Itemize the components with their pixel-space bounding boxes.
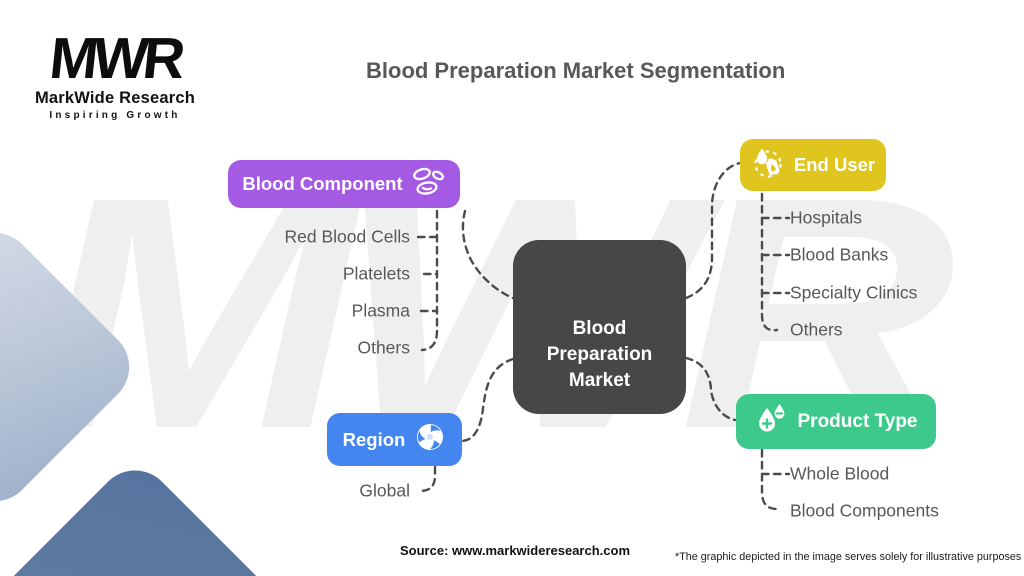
blood-cells-icon: [412, 167, 446, 202]
logo-mark: MWR: [46, 26, 184, 91]
connector-blood-component-spine: [420, 209, 439, 352]
branch-box-end-user: End User: [740, 139, 886, 191]
segment-item-blood-banks: Blood Banks: [790, 244, 889, 265]
source-text: Source: www.markwideresearch.com: [400, 543, 631, 558]
logo-tagline: Inspiring Growth: [49, 110, 181, 121]
branch-label: End User: [793, 154, 876, 175]
globe-icon: [414, 421, 446, 458]
branch-box-blood-component: Blood Component: [228, 160, 460, 208]
connector-region-spine: [418, 465, 437, 493]
central-node-line: Market: [568, 370, 631, 391]
segment-item-hospitals: Hospitals: [790, 207, 862, 228]
branch-label: Blood Component: [242, 173, 403, 194]
connector-center-region: [459, 357, 515, 443]
brand-logo: MWR MarkWide Research Inspiring Growth: [30, 26, 200, 121]
page-title: Blood Preparation Market Segmentation: [366, 58, 786, 83]
branch-box-product-type: Product Type: [736, 394, 936, 449]
branch-label: Product Type: [797, 410, 918, 432]
central-node: Blood Preparation Market: [513, 240, 686, 414]
segment-item-platelets: Platelets: [342, 263, 410, 284]
connector-product-type-spine: [760, 448, 779, 511]
segment-item-enduser-others: Others: [790, 319, 843, 340]
segment-item-blood-components: Blood Components: [790, 500, 939, 521]
segment-item-global: Global: [359, 480, 410, 501]
disclaimer-text: *The graphic depicted in the image serve…: [675, 551, 1022, 563]
logo-name: MarkWide Research: [34, 89, 196, 107]
branch-box-region: Region: [327, 413, 462, 466]
connector-end-user-spine: [760, 192, 779, 332]
blood-bag-icon: [751, 146, 785, 185]
central-node-line: Blood: [572, 318, 627, 339]
connector-center-product-type: [684, 356, 737, 422]
connector-center-end-user: [684, 161, 742, 300]
segment-item-component-others: Others: [357, 337, 410, 358]
segment-item-plasma: Plasma: [351, 300, 410, 321]
segment-item-specialty-clinics: Specialty Clinics: [790, 282, 918, 303]
segment-item-whole-blood: Whole Blood: [790, 463, 890, 484]
connector-center-blood-component: [461, 209, 515, 300]
blood-drops-icon: [755, 402, 789, 442]
segment-item-red-blood-cells: Red Blood Cells: [284, 226, 410, 247]
central-node-line: Preparation: [546, 344, 653, 365]
branch-label: Region: [342, 428, 406, 450]
